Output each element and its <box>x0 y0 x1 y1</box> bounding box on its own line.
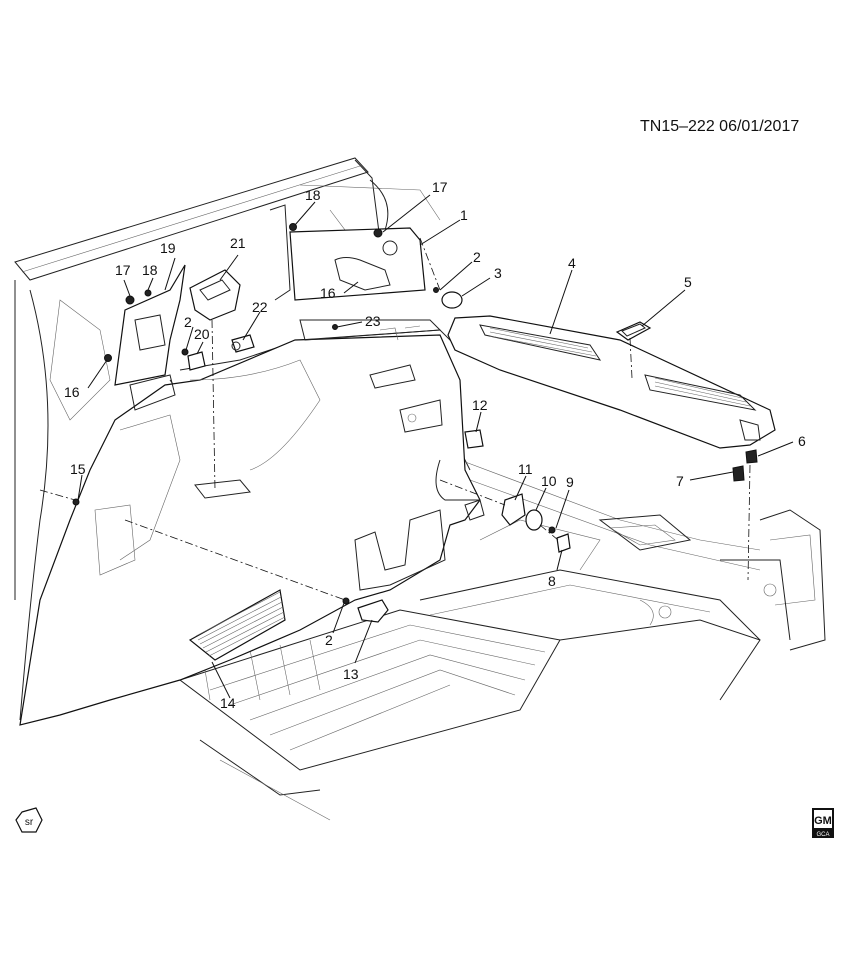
cover-5 <box>615 321 652 341</box>
washer-10 <box>525 509 543 531</box>
callout-4: 4 <box>568 255 576 271</box>
callout-22: 22 <box>252 299 268 315</box>
bracket-11 <box>501 493 526 526</box>
cover-13 <box>357 599 389 623</box>
sr-badge-icon: sr <box>15 807 43 833</box>
callout-19: 19 <box>160 240 176 256</box>
callout-2-left: 2 <box>184 314 192 330</box>
cap-20 <box>187 351 206 371</box>
callout-13: 13 <box>343 666 359 682</box>
callout-2-upper: 2 <box>473 249 481 265</box>
callout-18-upper: 18 <box>305 187 321 203</box>
rear-panel-trim <box>447 315 776 449</box>
retainer-12 <box>464 429 484 449</box>
gm-badge-top: GM <box>814 815 832 827</box>
diagram-code: TN15–222 <box>640 118 715 135</box>
callout-23: 23 <box>365 313 381 329</box>
callout-2-lower: 2 <box>325 632 333 648</box>
callout-3: 3 <box>494 265 502 281</box>
callout-17-left: 17 <box>115 262 131 278</box>
alignment-lines <box>39 237 751 601</box>
callout-1: 1 <box>460 207 468 223</box>
vent-slats-right <box>654 377 751 407</box>
diagram-id: TN15–222 06/01/2017 <box>640 118 799 136</box>
clip-7 <box>732 465 745 482</box>
callout-16-left: 16 <box>64 384 80 400</box>
quarter-trim-panel <box>19 334 485 726</box>
callout-11: 11 <box>518 461 533 477</box>
bolt-9 <box>548 526 556 534</box>
callout-14: 14 <box>220 695 236 711</box>
speaker-grille-slats <box>195 591 286 657</box>
cover-3 <box>441 291 463 309</box>
cup-holder-21 <box>189 269 241 321</box>
sr-badge-label: sr <box>25 817 34 828</box>
callout-20: 20 <box>194 326 210 342</box>
callout-7: 7 <box>676 473 684 489</box>
callout-6: 6 <box>798 433 806 449</box>
diagram-date: 06/01/2017 <box>719 118 800 135</box>
callout-12: 12 <box>472 397 488 413</box>
gm-logo-icon: GM GCA <box>812 808 834 838</box>
callout-18-left: 18 <box>142 262 158 278</box>
left-pillar-trim <box>114 264 186 411</box>
plug-22 <box>231 334 255 353</box>
callout-labels: 1 2 2 2 3 4 5 6 7 8 9 10 11 12 13 14 15 … <box>64 179 806 711</box>
upper-pillar-trim <box>289 227 442 341</box>
callout-5: 5 <box>684 274 692 290</box>
clip-6 <box>745 449 758 464</box>
callout-8: 8 <box>548 573 556 589</box>
callout-15: 15 <box>70 461 86 477</box>
gm-badge-bottom: GCA <box>816 832 829 838</box>
callout-17-upper: 17 <box>432 179 448 195</box>
leader-lines <box>77 194 794 699</box>
callout-16-upper: 16 <box>320 285 336 301</box>
callout-21: 21 <box>230 235 246 251</box>
callout-10: 10 <box>541 473 557 489</box>
fasteners-dark <box>72 223 439 605</box>
callout-9: 9 <box>566 474 574 490</box>
cap-8 <box>556 533 571 553</box>
vent-slats-left <box>489 327 597 357</box>
